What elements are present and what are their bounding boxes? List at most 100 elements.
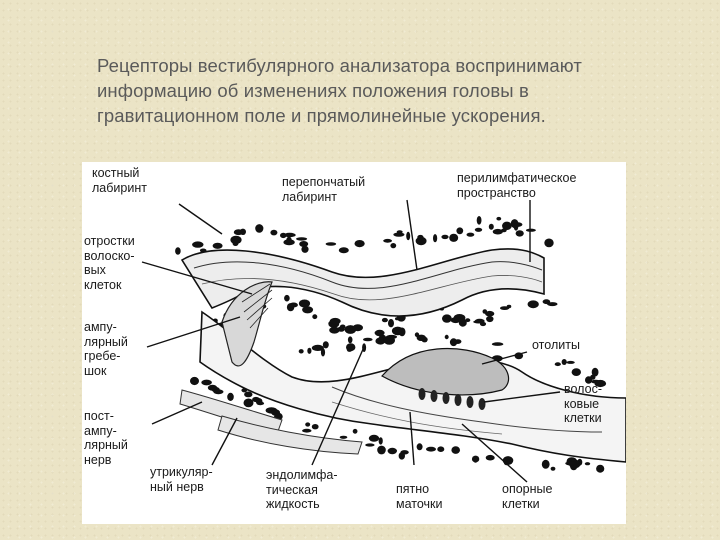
bone-speckle (239, 228, 246, 235)
bone-speckle (256, 401, 265, 406)
bone-speckle (485, 454, 495, 461)
membranous-labyrinth-inner (193, 261, 543, 289)
bone-speckle (244, 391, 253, 398)
bone-speckle (305, 422, 311, 427)
bone-speckle (544, 238, 554, 248)
bone-speckle (284, 294, 290, 302)
bone-speckle (252, 396, 260, 403)
bone-speckle (437, 446, 445, 453)
bone-speckle (302, 306, 314, 314)
bone-speckle (565, 461, 577, 466)
bone-speckle (319, 346, 323, 351)
label-membranous-labyrinth: перепончатый лабиринт (282, 175, 366, 204)
bone-speckle (338, 247, 349, 254)
bone-speckle (298, 299, 311, 308)
bone-speckle (500, 306, 510, 310)
bone-speckle (485, 310, 495, 317)
bone-speckle (566, 360, 575, 364)
bone-speckle (554, 362, 561, 367)
bone-speckle (255, 224, 264, 233)
bone-speckle (416, 443, 423, 451)
leader-lines (141, 199, 561, 483)
bone-speckle (347, 336, 353, 344)
slide-text-line-3: гравитационном поле и прямолинейные уско… (97, 105, 546, 126)
bone-speckle (381, 317, 388, 323)
bone-speckle (515, 230, 524, 237)
bone-speckle (465, 318, 471, 323)
bone-speckle (329, 317, 341, 325)
bone-speckle (322, 341, 329, 349)
label-hair-cells: волос- ковые клетки (564, 382, 602, 425)
bone-speckle (383, 336, 395, 345)
bone-speckle (547, 302, 558, 307)
bone-speckle (339, 435, 348, 439)
bone-speckle (201, 379, 212, 386)
utricular-nerve-bundle (217, 415, 363, 455)
bone-speckle (365, 443, 375, 447)
bone-speckle (393, 232, 405, 237)
bone-speckle (298, 349, 304, 354)
bone-speckle (289, 302, 298, 308)
bone-speckle (390, 243, 397, 249)
bone-speckle (596, 464, 605, 473)
bone-speckle (415, 236, 427, 246)
bone-speckle (416, 334, 426, 341)
bone-speckle (325, 242, 337, 246)
bone-speckle (270, 229, 278, 236)
bone-speckle (302, 428, 312, 433)
bone-speckle (398, 452, 405, 460)
bone-speckle (502, 221, 512, 230)
bone-speckle (426, 446, 436, 452)
bone-speckle (417, 234, 424, 240)
bone-speckle (387, 447, 397, 455)
hair-cell-row (418, 388, 486, 410)
bone-speckle (594, 379, 607, 388)
label-macula: пятно маточки (396, 482, 443, 511)
slide-text-line-2: информацию об изменениях положения голов… (97, 80, 529, 101)
bone-speckle (212, 242, 223, 249)
vestibular-drawing (141, 199, 626, 483)
bone-speckle (591, 367, 599, 377)
bone-speckle (192, 241, 204, 248)
bone-speckle (486, 315, 494, 323)
bone-speckle (354, 240, 365, 248)
bone-speckle (311, 424, 319, 430)
label-supporting-cells: опорные клетки (502, 482, 553, 511)
bone-speckle (474, 227, 483, 232)
bone-speckle (296, 237, 308, 241)
bone-speckle (502, 456, 514, 465)
bone-speckle (230, 235, 242, 245)
bone-speckle (488, 223, 494, 230)
label-endolymph: эндолимфа- тическая жидкость (266, 468, 338, 511)
bone-speckle (391, 326, 404, 336)
vestibular-diagram: костный лабиринт перепончатый лабиринт п… (82, 162, 626, 524)
bone-speckle (444, 334, 449, 340)
bone-speckle (377, 445, 386, 455)
bone-speckle (213, 389, 224, 395)
bone-speckle (466, 232, 475, 237)
bone-speckle (456, 227, 464, 235)
bone-speckle (383, 238, 392, 243)
bone-speckle (433, 234, 438, 243)
bone-speckle (346, 347, 353, 352)
bone-speckle (283, 232, 296, 238)
slide-text-line-1: Рецепторы вестибулярного анализатора вос… (97, 55, 582, 76)
bone-speckle (375, 337, 386, 345)
bone-speckle (299, 241, 309, 247)
bone-speckle (312, 314, 318, 320)
bone-speckle (406, 231, 411, 241)
bone-speckle (388, 319, 394, 328)
bone-speckle (441, 234, 449, 240)
bone-speckle (501, 228, 507, 233)
label-ampullary-crest: ампу- лярный гребе- шок (84, 320, 128, 378)
bone-speckle (352, 428, 358, 434)
label-utricular-nerve: утрикуляр- ный нерв (150, 465, 213, 494)
bone-speckle (571, 368, 581, 376)
bone-speckle (525, 228, 536, 232)
bone-speckle (492, 228, 503, 235)
bone-speckle (363, 337, 373, 342)
bone-speckle (496, 216, 502, 221)
bone-speckle (527, 300, 539, 309)
bone-speckle (368, 434, 380, 442)
bone-speckle (474, 318, 485, 324)
